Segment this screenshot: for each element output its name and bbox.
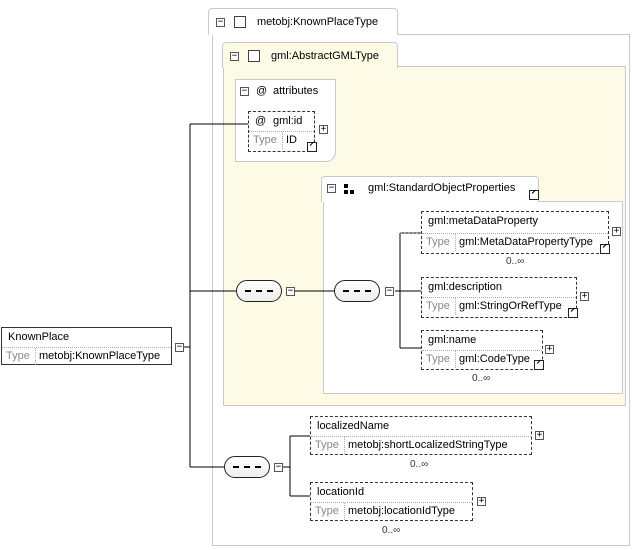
- gml-id-name: gml:id: [273, 115, 303, 127]
- type-key: Type: [6, 350, 30, 362]
- element-name: gml:description: [428, 281, 502, 293]
- type-value: gml:CodeType: [459, 353, 530, 365]
- element-name: gml:metaDataProperty: [428, 215, 539, 227]
- type-value: metobj:KnownPlaceType: [39, 350, 161, 362]
- cardinality: 0..∞: [410, 459, 429, 470]
- type-key: Type: [426, 300, 450, 312]
- element-name: localizedName: [317, 420, 390, 432]
- collapse-icon[interactable]: −: [240, 86, 249, 96]
- type-row: Type metobj:shortLocalizedStringType: [311, 436, 531, 454]
- go-to-definition-icon[interactable]: [568, 308, 578, 318]
- type-separator: [455, 298, 456, 315]
- go-to-definition-icon[interactable]: [529, 190, 539, 200]
- expand-icon[interactable]: +: [580, 291, 589, 301]
- cardinality: 0..∞: [506, 256, 525, 267]
- complex-type-icon: [234, 16, 246, 28]
- go-to-definition-icon[interactable]: [534, 360, 544, 370]
- type-value: metobj:locationIdType: [348, 505, 456, 517]
- type-separator: [344, 437, 345, 454]
- collapse-icon[interactable]: −: [286, 286, 295, 296]
- type-value: gml:MetaDataPropertyType: [459, 236, 593, 248]
- gml-id-attribute[interactable]: @ gml:id Type ID: [248, 111, 317, 152]
- collapse-icon[interactable]: −: [327, 183, 336, 193]
- type-key: Type: [315, 439, 339, 451]
- expand-icon[interactable]: +: [545, 344, 554, 354]
- type-row: Type gml:CodeType: [422, 350, 542, 368]
- go-to-definition-icon[interactable]: [307, 142, 317, 152]
- type-row: Type metobj:locationIdType: [311, 502, 472, 520]
- meta-data-property-element[interactable]: gml:metaDataProperty Type gml:MetaDataPr…: [421, 211, 610, 254]
- type-row: Type metobj:KnownPlaceType: [2, 347, 171, 365]
- type-key: Type: [426, 353, 450, 365]
- complex-type-icon: [248, 50, 260, 62]
- type-separator: [35, 348, 36, 365]
- collapse-icon[interactable]: −: [216, 17, 225, 27]
- attributes-title: attributes: [273, 85, 319, 97]
- expand-icon[interactable]: +: [319, 124, 328, 134]
- collapse-icon[interactable]: −: [385, 286, 394, 296]
- type-key: Type: [253, 134, 277, 146]
- known-place-type-tab: − metobj:KnownPlaceType: [208, 8, 398, 35]
- expand-icon[interactable]: +: [535, 430, 544, 440]
- type-row: Type gml:MetaDataPropertyType: [422, 233, 608, 251]
- element-name: KnownPlace: [8, 331, 70, 343]
- type-row: Type gml:StringOrRefType: [422, 297, 576, 315]
- type-value: metobj:shortLocalizedStringType: [348, 439, 508, 451]
- abstract-gml-type-tab: − gml:AbstractGMLType: [222, 42, 398, 68]
- group-icon: [344, 184, 354, 194]
- gml-name-element[interactable]: gml:name Type gml:CodeType: [421, 330, 544, 370]
- type-separator: [455, 234, 456, 251]
- attribute-symbol: @: [256, 85, 268, 97]
- element-name: gml:name: [428, 334, 477, 346]
- standard-object-properties-tab: − gml:StandardObjectProperties: [321, 176, 539, 202]
- collapse-icon[interactable]: −: [274, 462, 283, 472]
- collapse-icon[interactable]: −: [230, 51, 239, 61]
- cardinality: 0..∞: [472, 373, 491, 384]
- localized-name-element[interactable]: localizedName Type metobj:shortLocalized…: [310, 416, 532, 455]
- go-to-definition-icon[interactable]: [600, 244, 610, 254]
- type-key: Type: [315, 505, 339, 517]
- type-value: ID: [286, 134, 297, 146]
- type-value: gml:StringOrRefType: [459, 300, 562, 312]
- known-place-type-title: metobj:KnownPlaceType: [257, 16, 379, 28]
- element-name: locationId: [317, 486, 365, 498]
- type-row: Type ID: [249, 131, 314, 149]
- expand-icon[interactable]: +: [477, 496, 486, 506]
- known-place-element[interactable]: KnownPlace Type metobj:KnownPlaceType: [1, 327, 172, 365]
- sequence-compositor[interactable]: [236, 280, 282, 302]
- type-key: Type: [426, 236, 450, 248]
- abstract-gml-type-title: gml:AbstractGMLType: [271, 50, 379, 62]
- sequence-compositor[interactable]: [224, 456, 270, 478]
- standard-object-properties-title: gml:StandardObjectProperties: [368, 182, 516, 194]
- description-element[interactable]: gml:description Type gml:StringOrRefType: [421, 277, 578, 318]
- type-separator: [344, 503, 345, 520]
- type-separator: [282, 132, 283, 149]
- sequence-compositor[interactable]: [334, 280, 380, 302]
- expand-icon[interactable]: +: [612, 226, 621, 236]
- cardinality: 0..∞: [382, 525, 401, 536]
- attribute-symbol: @: [255, 115, 267, 127]
- location-id-element[interactable]: locationId Type metobj:locationIdType: [310, 482, 473, 521]
- collapse-icon[interactable]: −: [175, 342, 184, 352]
- type-separator: [455, 351, 456, 368]
